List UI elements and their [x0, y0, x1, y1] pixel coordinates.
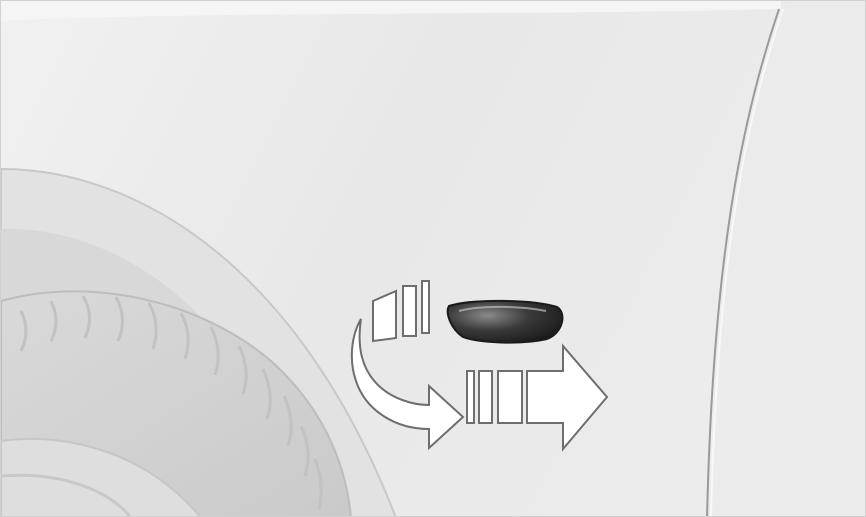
side-marker-lamp-icon [448, 301, 563, 343]
